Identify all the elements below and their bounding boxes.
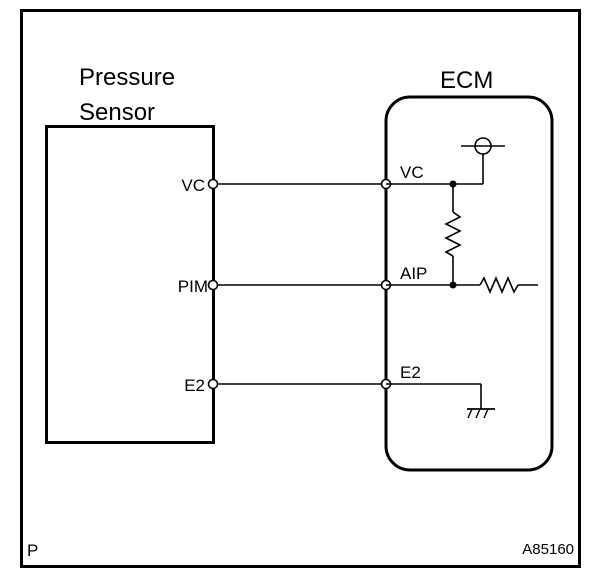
sensor-title-line2: Sensor (79, 99, 155, 126)
sensor-pin-e2-label: E2 (184, 376, 205, 395)
ground-icon (467, 408, 495, 419)
page-mark-p: P (27, 541, 38, 560)
sensor-e2-terminal (207, 378, 219, 390)
ecm-pin-e2-label: E2 (400, 363, 421, 382)
sensor-pin-vc-label: VC (181, 176, 205, 195)
sensor-pin-pim-label: PIM (178, 277, 208, 296)
aip-junction-dot (449, 281, 457, 289)
ecm-title: ECM (440, 67, 493, 94)
power-source-icon (461, 137, 505, 155)
pullup-resistor-icon (444, 211, 462, 257)
diagram-frame (20, 9, 581, 568)
sensor-pim-terminal (207, 279, 219, 291)
aip-resistor-icon (479, 275, 519, 295)
sensor-title-line1: Pressure (79, 64, 175, 91)
sensor-vc-terminal (207, 178, 219, 190)
ecm-pin-aip-label: AIP (400, 264, 427, 283)
ecm-pin-vc-label: VC (400, 163, 424, 182)
figure-code: A85160 (522, 541, 574, 558)
